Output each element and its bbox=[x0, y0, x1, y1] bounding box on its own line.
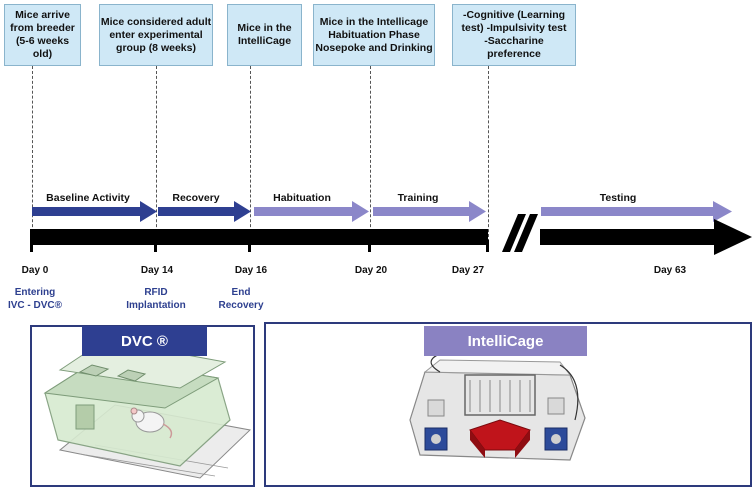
phase-label-training: Training bbox=[397, 192, 439, 204]
phase-arrow-habituation bbox=[254, 201, 369, 222]
note-end-recovery: End Recovery bbox=[206, 286, 276, 312]
note-line: Entering bbox=[14, 287, 56, 298]
timeline-bar-end-arrow bbox=[540, 219, 752, 255]
day-label-14: Day 14 bbox=[140, 265, 174, 276]
phase-label-baseline: Baseline Activity bbox=[46, 192, 130, 204]
intellicage-illustration bbox=[409, 351, 586, 461]
connector-day20 bbox=[370, 66, 371, 242]
connector-day16 bbox=[250, 66, 251, 242]
milestone-box-testing: -Cognitive (Learning test) -Impulsivity … bbox=[452, 4, 576, 66]
note-entering: Entering IVC - DVC® bbox=[0, 286, 70, 312]
connector-day14 bbox=[156, 66, 157, 242]
phase-arrow-testing bbox=[541, 201, 732, 222]
day-label-16: Day 16 bbox=[234, 265, 268, 276]
phase-label-testing: Testing bbox=[599, 192, 637, 204]
milestone-text: Mice considered adult enter experimental… bbox=[100, 15, 212, 54]
connector-day0 bbox=[32, 66, 33, 242]
timeline-break-icon bbox=[502, 214, 538, 252]
milestone-text: -Cognitive (Learning test) -Impulsivity … bbox=[461, 9, 567, 60]
day-label-20: Day 20 bbox=[354, 265, 388, 276]
phase-arrow-training bbox=[373, 201, 486, 222]
milestone-text: Mice in the IntelliCage bbox=[237, 22, 292, 47]
connector-day27 bbox=[488, 66, 489, 242]
note-rfid: RFID Implantation bbox=[121, 286, 191, 312]
day-label-27: Day 27 bbox=[451, 265, 485, 276]
note-line: End bbox=[231, 287, 251, 298]
milestone-box-habituation: Mice in the Intellicage Habituation Phas… bbox=[313, 4, 435, 66]
milestone-text: Mice arrive from breeder (5-6 weeks old) bbox=[10, 9, 75, 60]
phase-label-habituation: Habituation bbox=[273, 192, 331, 204]
note-line: RFID bbox=[144, 287, 168, 298]
milestone-text: Mice in the Intellicage Habituation Phas… bbox=[315, 15, 433, 54]
phase-arrow-recovery bbox=[158, 201, 251, 222]
milestone-box-adult: Mice considered adult enter experimental… bbox=[99, 4, 213, 66]
note-line: Implantation bbox=[126, 300, 186, 311]
timeline-bar-main bbox=[30, 229, 488, 245]
day-label-63: Day 63 bbox=[653, 265, 687, 276]
day-label-0: Day 0 bbox=[21, 265, 49, 276]
intellicage-panel bbox=[264, 322, 752, 487]
phase-label-recovery: Recovery bbox=[172, 192, 220, 204]
phase-arrow-baseline bbox=[32, 201, 157, 222]
note-line: Recovery bbox=[218, 300, 264, 311]
milestone-box-intellicage: Mice in the IntelliCage bbox=[227, 4, 302, 66]
note-line: IVC - DVC® bbox=[7, 300, 63, 311]
intellicage-panel-title: IntelliCage bbox=[424, 326, 587, 356]
dvc-panel-title: DVC ® bbox=[82, 326, 207, 356]
milestone-box-arrive: Mice arrive from breeder (5-6 weeks old) bbox=[4, 4, 81, 66]
